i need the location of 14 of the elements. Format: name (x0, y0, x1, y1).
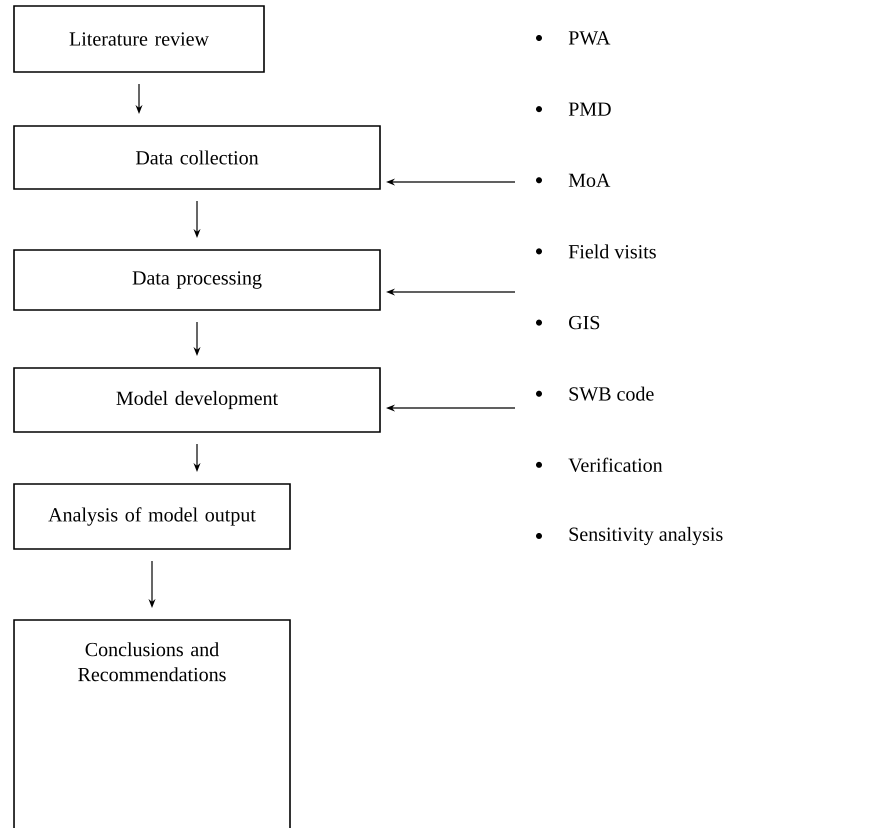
process-box: Data collection (13, 125, 381, 190)
list-item: Verification (568, 458, 662, 472)
list-item: Field visits (568, 244, 656, 258)
list-item: SWB code (570, 386, 654, 401)
list-item: PWA (568, 31, 610, 45)
process-box: Data processing (13, 249, 381, 311)
process-box: Conclusions and Recommendations (13, 619, 291, 828)
process-box: Literature review (13, 5, 265, 73)
list-item: PMD (568, 102, 611, 116)
list-item: Sensitivity analysis (570, 526, 722, 546)
process-box: Model development (13, 367, 381, 433)
list-item: GIS (569, 316, 600, 330)
list-item: MoA (568, 174, 610, 187)
process-box: Analysis of model output (13, 483, 291, 550)
